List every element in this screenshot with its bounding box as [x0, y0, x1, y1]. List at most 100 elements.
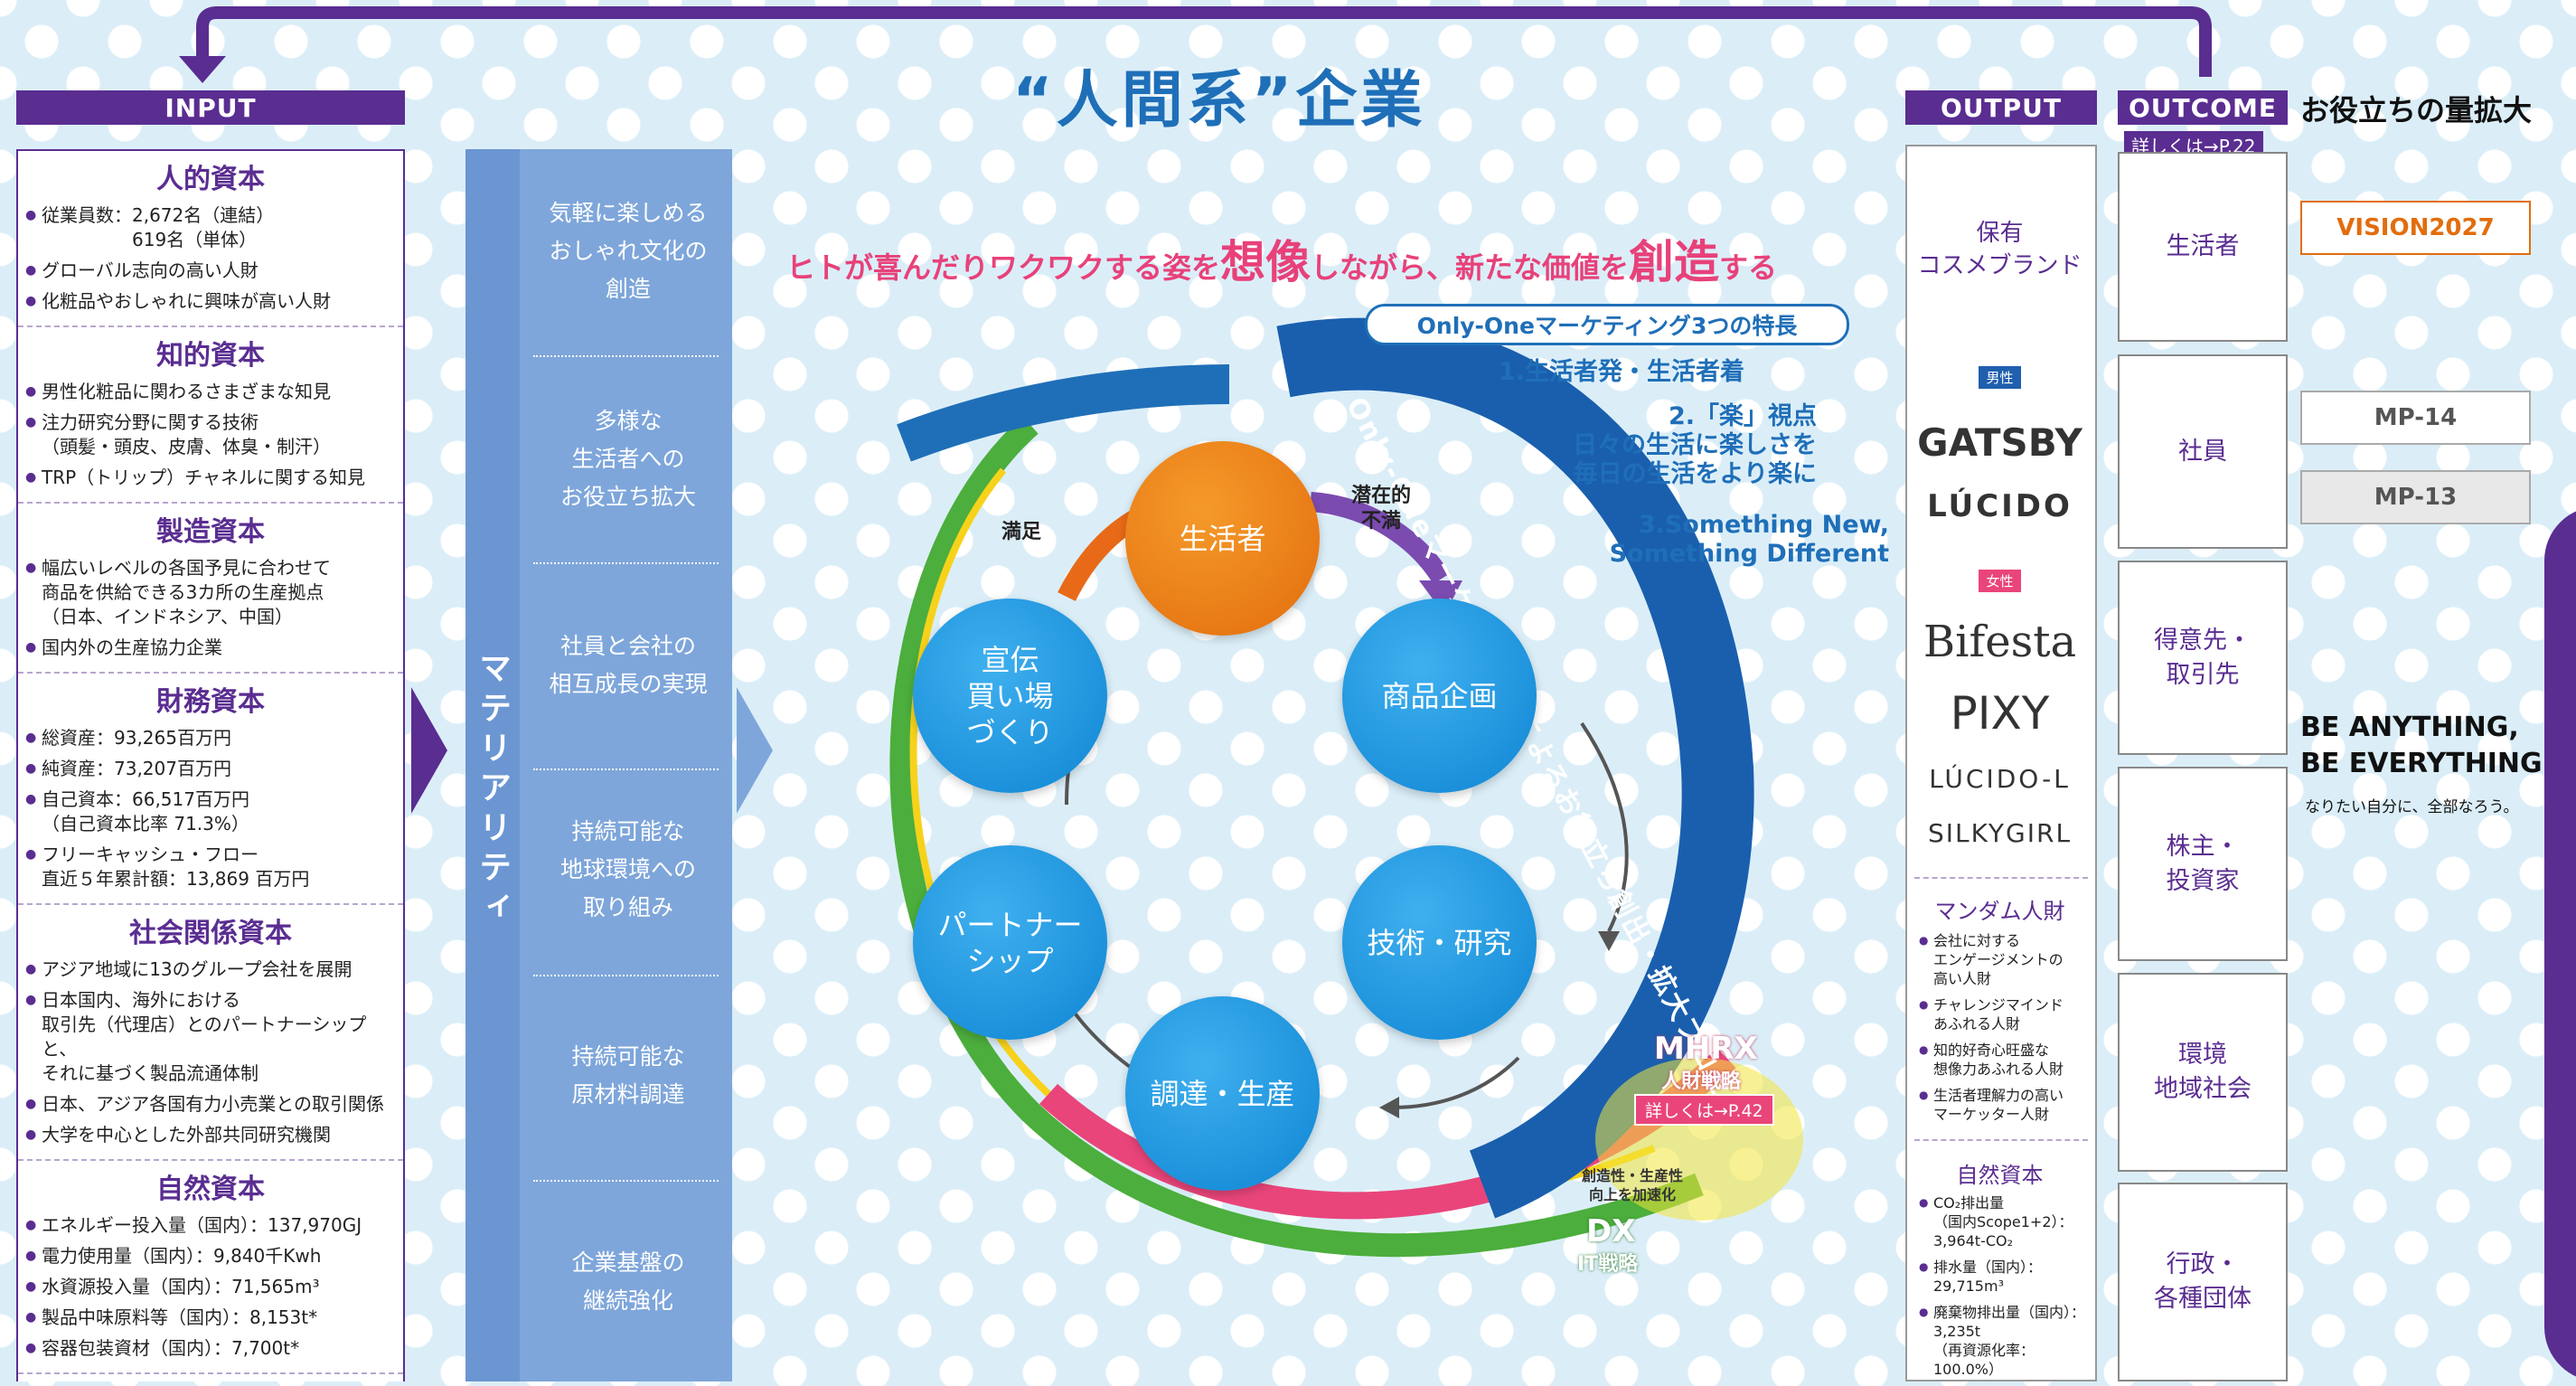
- human-title: マンダム人財: [1934, 899, 2065, 924]
- capital-item: 幅広いレベルの各国予見に合わせて 商品を供給できる3カ所の生産拠点 （日本、イン…: [25, 556, 398, 629]
- natural-title: 自然資本: [1956, 1163, 2044, 1188]
- page-title: “人間系”企業: [1012, 65, 1426, 137]
- vision-2027: VISION2027: [2300, 201, 2531, 255]
- human-list-wrap: 会社に対する エンゲージメントの 高い人財チャレンジマインド あふれる人財知的好…: [1912, 931, 2092, 1131]
- dx-sub: IT戦略: [1577, 1253, 1639, 1276]
- brand-lucido: LÚCIDO: [1927, 488, 2073, 524]
- divider: [533, 1180, 719, 1182]
- capital-title: 知的資本: [156, 340, 265, 372]
- capital-item: 電力使用量（国内）：9,840千Kwh: [25, 1244, 398, 1268]
- output-header: OUTPUT: [1905, 90, 2097, 125]
- features-title: Only-Oneマーケティング3つの特長: [1365, 304, 1849, 345]
- list-item: 会社に対する エンゲージメントの 高い人財: [1919, 931, 2085, 988]
- capital-item: 日本、アジア各国有力小売業との取引関係: [25, 1092, 398, 1117]
- capital-item: アジア地域に13のグループ会社を展開: [25, 957, 398, 982]
- capital-item: エネルギー投入量（国内）：137,970GJ: [25, 1213, 398, 1238]
- divider: [533, 975, 719, 976]
- brand-header: 保有 コスメブランド: [1917, 220, 2082, 279]
- capital-title: 人的資本: [156, 164, 265, 195]
- slogan-sub: なりたい自分に、全部なろう。: [2305, 798, 2519, 816]
- capital-title: 製造資本: [156, 516, 265, 548]
- divider: [533, 768, 719, 770]
- mhrx-ref[interactable]: 詳しくは→P.42: [1634, 1094, 1774, 1126]
- materiality-item: 多様な 生活者への お役立ち拡大: [559, 408, 696, 510]
- capital-section: 財務資本総資産：93,265百万円純資産：73,207百万円自己資本：66,51…: [18, 679, 403, 905]
- dx-label: DX: [1586, 1213, 1636, 1249]
- mhrx-label: MHRX: [1654, 1031, 1758, 1067]
- divider: [1914, 877, 2088, 879]
- cycle-partnership: パートナー シップ: [913, 845, 1107, 1040]
- brand-gatsby: GATSBY: [1917, 420, 2082, 465]
- capital-item: 容器包装資材（国内）：7,700t*: [25, 1336, 398, 1361]
- capital-item: 化粧品やおしゃれに興味が高い人財: [25, 289, 398, 314]
- outcome-government: 行政・ 各種団体: [2118, 1183, 2288, 1381]
- capital-item: 従業員数：2,672名（連結） 619名（単体）: [25, 203, 398, 252]
- capital-item: 注力研究分野に関する技術 （頭髪・頭皮、皮膚、体臭・制汗）: [25, 410, 398, 459]
- input-arrow: [411, 687, 447, 814]
- capital-item: フリーキャッシュ・フロー 直近５年累計額：13,869 百万円: [25, 843, 398, 891]
- output-column: [1905, 145, 2097, 1381]
- capital-item: TRP（トリップ）チャネルに関する知見: [25, 466, 398, 490]
- feature-3: 3.Something New, Something Different: [1609, 511, 1889, 568]
- brand-bifesta: Bifesta: [1923, 617, 2077, 667]
- materiality-item: 社員と会社の 相互成長の実現: [549, 633, 708, 697]
- label-latent: 潜在的 不満: [1351, 485, 1412, 533]
- tag-male: 男性: [1979, 366, 2021, 389]
- capital-section: 製造資本幅広いレベルの各国予見に合わせて 商品を供給できる3カ所の生産拠点 （日…: [18, 509, 403, 674]
- outcome-environment: 環境 地域社会: [2118, 973, 2288, 1172]
- slogan: BE ANYTHING, BE EVERYTHING.: [2300, 712, 2553, 779]
- return-arrow: [179, 6, 2212, 83]
- capital-item: 日本国内、海外における 取引先（代理店）とのパートナーシップと、 それに基づく製…: [25, 988, 398, 1086]
- outcome-customers: 得意先・ 取引先: [2118, 561, 2288, 755]
- cycle-research: 技術・研究: [1342, 845, 1537, 1040]
- capital-item: 大学を中心とした外部共同研究機関: [25, 1123, 398, 1147]
- capital-title: 財務資本: [156, 686, 265, 718]
- outcome-header: OUTCOME: [2118, 90, 2288, 125]
- capital-section: 自然資本エネルギー投入量（国内）：137,970GJ 電力使用量（国内）：9,84…: [18, 1166, 403, 1374]
- brand-pixy: PIXY: [1950, 687, 2050, 740]
- mp-14: MP-14: [2300, 391, 2531, 445]
- list-item: CO₂排出量 （国内Scope1+2）： 3,964t-CO₂: [1919, 1193, 2085, 1250]
- right-accent: [2544, 506, 2576, 1381]
- materiality-item: 持続可能な 原材料調達: [571, 1043, 685, 1108]
- capital-item: 男性化粧品に関わるさまざまな知見: [25, 380, 398, 404]
- list-item: 排水量（国内）： 29,715m³: [1919, 1258, 2085, 1296]
- capital-item: 製品中味原料等（国内）：8,153t*: [25, 1306, 398, 1330]
- tag-female: 女性: [1979, 570, 2021, 592]
- capital-section: 知的資本男性化粧品に関わるさまざまな知見注力研究分野に関する技術 （頭髪・頭皮、…: [18, 333, 403, 504]
- feature-1: 1.生活者発・生活者着: [1498, 358, 1744, 386]
- materiality-item: 持続可能な 地球環境への 取り組み: [559, 818, 696, 920]
- natural-list-wrap: CO₂排出量 （国内Scope1+2）： 3,964t-CO₂ 排水量（国内）： …: [1912, 1193, 2092, 1386]
- list-item: 生活者理解力の高い マーケッター人財: [1919, 1086, 2085, 1124]
- feature-2: 2.「楽」視点 日々の生活に楽しさを 毎日の生活をより楽に: [1573, 402, 1817, 488]
- materiality-arrow: [737, 687, 773, 814]
- input-header: INPUT: [16, 90, 405, 125]
- outcome-consumer: 生活者: [2118, 152, 2288, 342]
- cycle-product-planning: 商品企画: [1342, 599, 1537, 793]
- brand-silkygirl: SILKYGIRL: [1927, 818, 2073, 848]
- capital-item: 国内外の生産協力企業: [25, 636, 398, 660]
- capital-item: 自己資本：66,517百万円 （自己資本比率 71.3%）: [25, 787, 398, 836]
- capital-item: 総資産：93,265百万円: [25, 726, 398, 750]
- cycle-consumer: 生活者: [1125, 441, 1320, 636]
- materiality-item: 気軽に楽しめる おしゃれ文化の 創造: [549, 200, 708, 302]
- capital-title: 自然資本: [156, 1174, 265, 1205]
- brand-lucido-l: LÚCIDO-L: [1929, 764, 2071, 794]
- capital-item: グローバル志向の高い人財: [25, 259, 398, 283]
- capital-section: 人的資本従業員数：2,672名（連結） 619名（単体） グローバル志向の高い人財…: [18, 156, 403, 327]
- tag-female-wrap: 女性: [1907, 570, 2092, 592]
- mhrx-sub: 人財戦略: [1661, 1070, 1742, 1093]
- divider: [533, 562, 719, 564]
- capital-item: 純資産：73,207百万円: [25, 757, 398, 781]
- cycle-procurement: 調達・生産: [1125, 996, 1320, 1191]
- materiality-side: [465, 149, 520, 1381]
- capital-section: 社会関係資本アジア地域に13のグループ会社を展開日本国内、海外における 取引先（…: [18, 910, 403, 1161]
- cycle-promotion: 宣伝 買い場 づくり: [913, 599, 1107, 793]
- outcome-employees: 社員: [2118, 354, 2288, 549]
- tag-male-wrap: 男性: [1907, 366, 2092, 389]
- divider: [1914, 1139, 2088, 1141]
- divider: [533, 355, 719, 357]
- capital-title: 社会関係資本: [129, 918, 292, 949]
- list-item: 廃棄物排出量（国内）： 3,235t （再資源化率：100.0%）: [1919, 1303, 2085, 1379]
- list-item: チャレンジマインド あふれる人財: [1919, 995, 2085, 1033]
